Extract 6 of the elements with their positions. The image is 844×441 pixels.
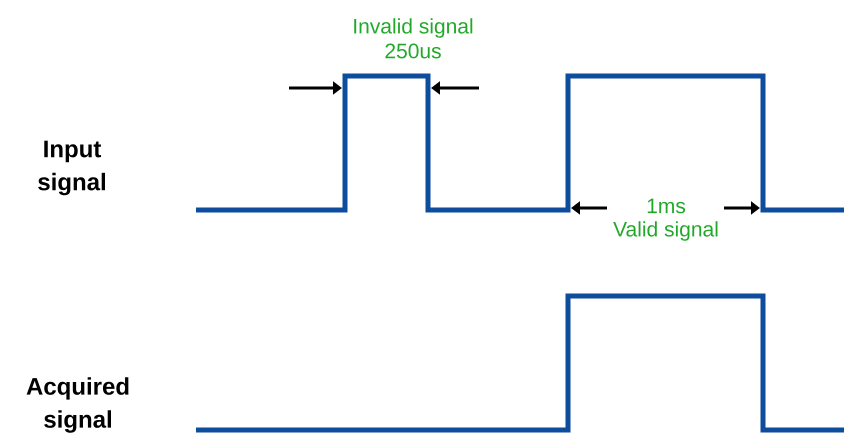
- dimension-label: 250us: [385, 44, 441, 58]
- dimension-label: Invalid signal: [354, 18, 472, 38]
- signal-name: Input signal: [38, 140, 105, 196]
- signal-name: Acquired signal: [26, 377, 128, 433]
- dimension-label: 1ms: [648, 198, 686, 214]
- dimension-label: Valid signal: [613, 221, 718, 241]
